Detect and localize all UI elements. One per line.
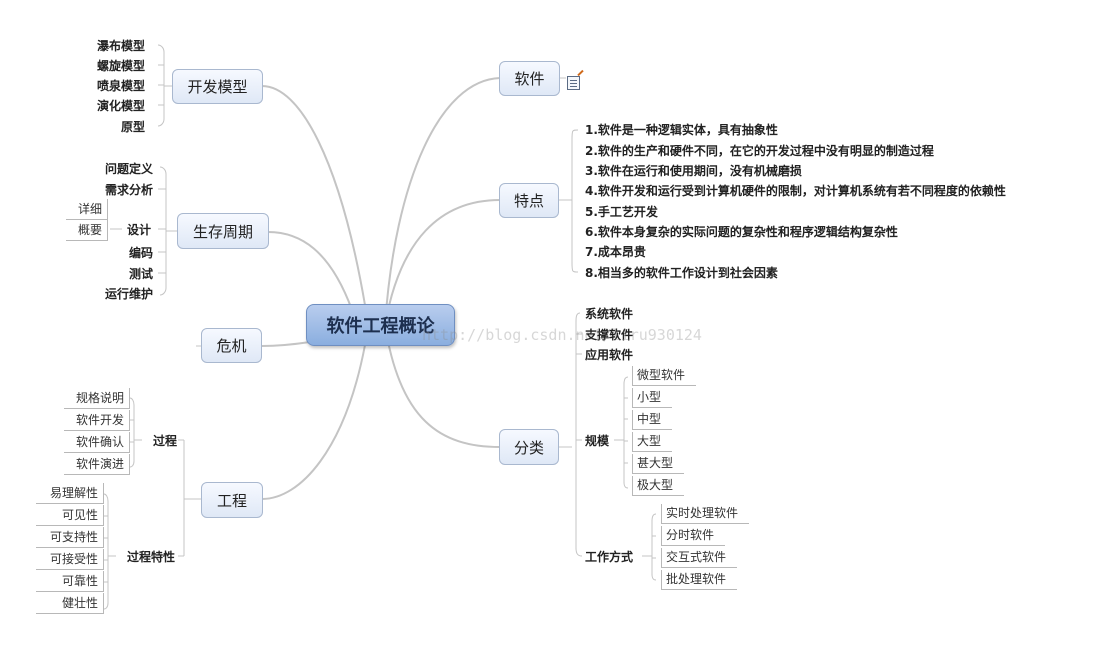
class-scale-label: 规模	[585, 434, 610, 448]
trait-item: 易理解性	[36, 483, 104, 504]
topic-software[interactable]: 软件	[499, 61, 560, 96]
feature-item-2: 2.软件的生产和硬件不同，在它的开发过程中没有明显的制造过程	[585, 144, 934, 158]
feature-item-3: 3.软件在运行和使用期间，没有机械磨损	[585, 164, 802, 178]
engineering-traits-label: 过程特性	[126, 550, 175, 564]
feature-item-1: 1.软件是一种逻辑实体，具有抽象性	[585, 123, 778, 137]
dev-model-item: 原型	[120, 120, 145, 134]
feature-item-7: 7.成本昂贵	[585, 245, 646, 259]
topic-crisis[interactable]: 危机	[201, 328, 262, 363]
class-workmode-label: 工作方式	[585, 550, 634, 564]
lifecycle-design: 设计	[126, 223, 151, 237]
lifecycle-analysis: 需求分析	[104, 183, 153, 197]
lifecycle-coding: 编码	[128, 246, 153, 260]
process-item: 规格说明	[64, 388, 130, 409]
workmode-item: 实时处理软件	[661, 504, 749, 524]
class-system: 系统软件	[585, 307, 634, 321]
scale-item: 甚大型	[632, 454, 684, 474]
topic-classification[interactable]: 分类	[499, 429, 559, 465]
trait-item: 可支持性	[36, 527, 104, 548]
lifecycle-testing: 测试	[128, 267, 153, 281]
feature-item-6: 6.软件本身复杂的实际问题的复杂性和程序逻辑结构复杂性	[585, 225, 898, 239]
central-topic[interactable]: 软件工程概论	[306, 304, 455, 346]
engineering-process-label: 过程	[152, 434, 177, 448]
process-item: 软件确认	[64, 432, 130, 453]
dev-model-item: 螺旋模型	[96, 59, 145, 73]
trait-item: 可靠性	[36, 571, 104, 592]
workmode-item: 交互式软件	[661, 548, 737, 568]
design-item: 概要	[66, 220, 108, 241]
topic-dev-model[interactable]: 开发模型	[172, 69, 263, 104]
trait-item: 健壮性	[36, 593, 104, 614]
process-item: 软件演进	[64, 454, 130, 475]
workmode-item: 批处理软件	[661, 570, 737, 590]
trait-item: 可接受性	[36, 549, 104, 570]
watermark: http://blog.csdn.net/liru930124	[422, 326, 702, 344]
dev-model-item: 演化模型	[96, 99, 145, 113]
feature-item-8: 8.相当多的软件工作设计到社会因素	[585, 266, 778, 280]
dev-model-item: 瀑布模型	[96, 39, 145, 53]
design-item: 详细	[66, 199, 108, 220]
topic-features[interactable]: 特点	[499, 183, 559, 218]
scale-item: 大型	[632, 432, 672, 452]
trait-item: 可见性	[36, 505, 104, 526]
class-application: 应用软件	[585, 348, 634, 362]
scale-item: 微型软件	[632, 366, 696, 386]
scale-item: 中型	[632, 410, 672, 430]
lifecycle-problem: 问题定义	[104, 162, 153, 176]
process-item: 软件开发	[64, 410, 130, 431]
topic-engineering[interactable]: 工程	[201, 482, 263, 518]
scale-item: 极大型	[632, 476, 684, 496]
feature-item-4: 4.软件开发和运行受到计算机硬件的限制，对计算机系统有若不同程度的依赖性	[585, 184, 1006, 198]
topic-lifecycle[interactable]: 生存周期	[177, 213, 269, 249]
dev-model-item: 喷泉模型	[96, 79, 145, 93]
note-icon[interactable]	[567, 69, 584, 90]
feature-item-5: 5.手工艺开发	[585, 205, 658, 219]
scale-item: 小型	[632, 388, 672, 408]
workmode-item: 分时软件	[661, 526, 725, 546]
lifecycle-maintenance: 运行维护	[104, 287, 153, 301]
class-support: 支撑软件	[585, 328, 634, 342]
